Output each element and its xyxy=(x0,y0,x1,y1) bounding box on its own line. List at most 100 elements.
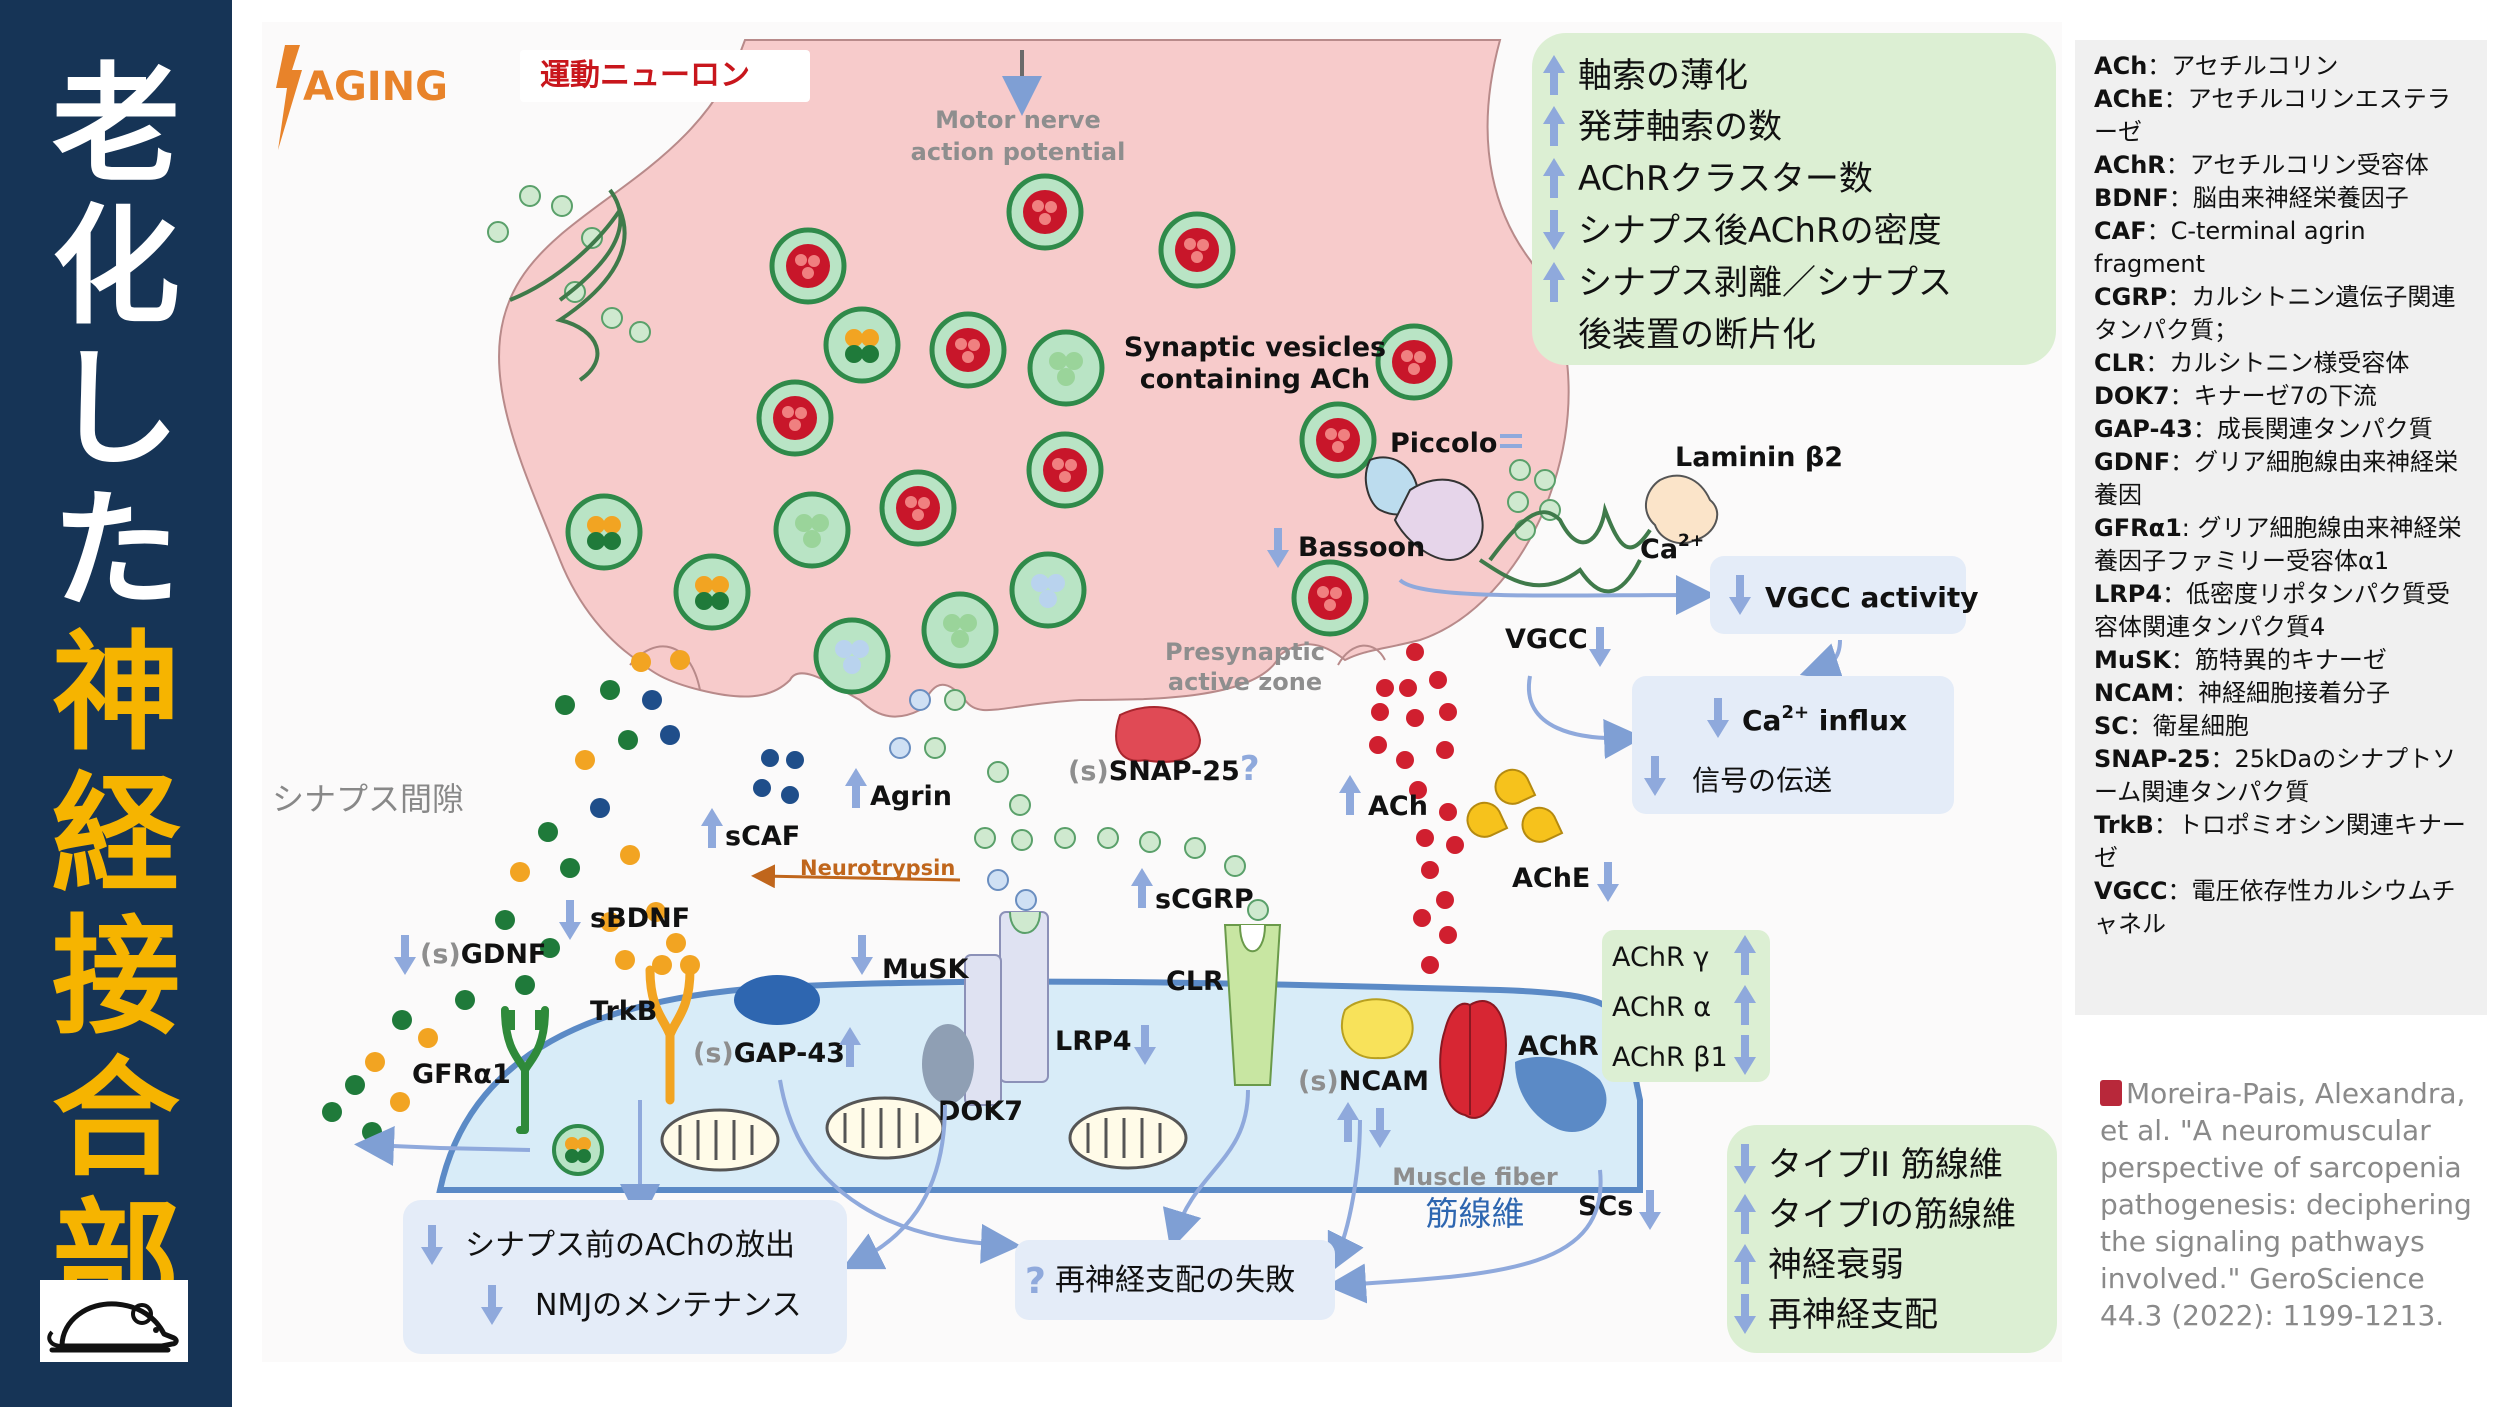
neurotrophic-factor-dots xyxy=(322,650,804,1142)
piccolo-label: Piccolo xyxy=(1390,428,1497,459)
synaptic-vesicles-label-2: containing ACh xyxy=(1140,364,1371,395)
aging-label: AGING xyxy=(303,64,448,110)
mitochondria xyxy=(660,1096,1188,1172)
receptor-coil xyxy=(509,188,627,382)
ca2-label: Ca2+ xyxy=(1640,531,1704,565)
dok7-label: DOK7 xyxy=(938,1096,1023,1127)
trkb-label: TrkB xyxy=(590,996,657,1027)
presynaptic-release-box xyxy=(403,1200,847,1354)
snap25-label: (s)SNAP-25? xyxy=(1068,749,1260,789)
glossary-entry: VGCC：電圧依存性カルシウムチャネル xyxy=(2094,877,2456,938)
muscle-change-item: 再神経支配 xyxy=(1768,1295,1938,1335)
title-char: 合 xyxy=(51,1045,180,1194)
glossary-entry: TrkB：トロポミオシン関連キナーゼ xyxy=(2094,811,2466,872)
vertical-title: 老 化 し た 神 経 接 合 部 xyxy=(0,55,232,1333)
laminin-label: Laminin β2 xyxy=(1675,442,1843,473)
ncam-label: (s)NCAM xyxy=(1298,1066,1429,1097)
reinnervation-failure-label: 再神経支配の失敗 xyxy=(1055,1263,1295,1298)
achr-channel xyxy=(1439,1000,1507,1119)
muscle-change-item: タイプIの筋線維 xyxy=(1768,1195,2016,1235)
neurotrypsin-label: Neurotrypsin xyxy=(800,856,955,880)
ache-label: AChE xyxy=(1512,863,1590,894)
presynaptic-label-2: active zone xyxy=(1168,668,1322,696)
ach-label: ACh xyxy=(1368,791,1428,822)
glossary-entry: CGRP：カルシトニン遺伝子関連タンパク質； xyxy=(2094,283,2456,344)
release-item: NMJのメンテナンス xyxy=(535,1288,802,1323)
motor-nerve-label-2: action potential xyxy=(911,138,1126,166)
lrp4-receptor xyxy=(999,911,1049,1083)
glossary-entry: CLR：カルシトニン様受容体 xyxy=(2094,349,2410,377)
ache-enzyme xyxy=(1466,768,1564,843)
achr-subunit: AChR α xyxy=(1612,992,1711,1023)
trkb-receptor xyxy=(645,965,695,1105)
dok7-protein xyxy=(922,1024,974,1104)
glossary-entry: GDNF：グリア細胞線由来神経栄養因 xyxy=(2094,448,2459,509)
glossary-entry: AChE：アセチルコリンエステラーゼ xyxy=(2094,85,2451,146)
reinnervation-q: ? xyxy=(1025,1261,1046,1302)
title-char: 老 xyxy=(51,51,180,200)
title-char: 経 xyxy=(51,761,180,910)
release-item: シナプス前のAChの放出 xyxy=(465,1228,795,1263)
gfra1-receptor xyxy=(501,1006,549,1134)
glossary-panel: ACh：アセチルコリン AChE：アセチルコリンエステラーゼ AChR：アセチル… xyxy=(2075,40,2487,1015)
vesicle-group xyxy=(565,173,1453,695)
title-char: 化 xyxy=(51,193,180,342)
musk-label: MuSK xyxy=(882,954,970,985)
lrp4-label: LRP4 xyxy=(1055,1026,1132,1057)
glossary-entry: GAP-43：成長関連タンパク質 xyxy=(2094,415,2433,443)
snap25-protein xyxy=(1115,706,1202,763)
title-char: し xyxy=(51,335,180,484)
motor-neuron-label: 運動ニューロン xyxy=(540,58,750,93)
muscle-changes-box xyxy=(1727,1125,2057,1353)
neurotrypsin-arrow xyxy=(751,864,961,889)
change-item: 軸索の薄化 xyxy=(1578,56,1748,96)
gdnf-label: (s)GDNF xyxy=(420,939,546,970)
reinnervation-failure-box xyxy=(1015,1240,1335,1320)
clr-label: CLR xyxy=(1166,966,1224,997)
achr-subunit: AChR β1 xyxy=(1612,1042,1728,1073)
change-item: シナプス剥離／シナプス xyxy=(1578,263,1952,303)
change-item: AChRクラスター数 xyxy=(1578,159,1873,199)
scaf-label: sCAF xyxy=(725,821,800,852)
change-item: シナプス後AChRの密度 xyxy=(1578,211,1942,251)
top-changes-box xyxy=(1532,33,2056,365)
synaptic-cleft-label: シナプス間隙 xyxy=(272,780,464,818)
glossary-entry: SC：衛星細胞 xyxy=(2094,712,2249,740)
glossary-entry: ACh：アセチルコリン xyxy=(2094,52,2339,80)
ca-influx-label: Ca2+ influx xyxy=(1742,702,1907,737)
glossary-entry: AChR：アセチルコリン受容体 xyxy=(2094,151,2429,179)
glossary-entry: LRP4：低密度リポタンパク質受容体関連タンパク質4 xyxy=(2094,580,2451,641)
glossary-entry: GFRα1: グリア細胞線由来神経栄養因子ファミリー受容体α1 xyxy=(2094,514,2462,575)
glossary-entry: CAF：C-terminal agrin fragment xyxy=(2094,217,2366,278)
scs-label: SCs xyxy=(1578,1191,1633,1222)
gap43-protein xyxy=(734,975,820,1025)
change-item: 発芽軸索の数 xyxy=(1578,107,1782,147)
achr-subunit-box xyxy=(1602,930,1770,1082)
synaptic-vesicles-label: Synaptic vesicles xyxy=(1124,332,1386,363)
agrin-beads xyxy=(889,689,1269,921)
logo-box xyxy=(40,1280,188,1362)
agrin-label: Agrin xyxy=(870,781,952,812)
glossary-entry: NCAM：神経細胞接着分子 xyxy=(2094,679,2391,707)
achr-label: AChR xyxy=(1518,1031,1599,1062)
motor-nerve-label: Motor nerve xyxy=(935,106,1101,134)
intracellular-vesicle xyxy=(552,1124,604,1176)
ca-influx-box xyxy=(1632,676,1954,814)
change-item: 後装置の断片化 xyxy=(1578,315,1816,355)
muscle-change-item: タイプII 筋線維 xyxy=(1768,1145,2003,1185)
glossary-entry: SNAP-25：25kDaのシナプトソーム関連タンパク質 xyxy=(2094,745,2457,806)
mitochondria-cristae xyxy=(678,1108,1162,1160)
title-char: 神 xyxy=(51,619,180,768)
citation: Moreira-Pais, Alexandra, et al. "A neuro… xyxy=(2100,1075,2480,1334)
title-char: た xyxy=(51,477,180,626)
title-sidebar: 老 化 し た 神 経 接 合 部 xyxy=(0,0,232,1407)
signal-transmission-label: 信号の伝送 xyxy=(1692,764,1832,797)
title-char: 接 xyxy=(51,903,180,1052)
glossary-entry: MuSK：筋特異的キナーゼ xyxy=(2094,646,2387,674)
lightning-icon xyxy=(276,45,302,150)
nmj-diagram: AGING 運動ニューロン Motor nerve action potenti… xyxy=(232,0,2501,1407)
achr-subunit: AChR γ xyxy=(1612,942,1709,973)
ach-molecules xyxy=(1369,643,1464,974)
citation-text: Moreira-Pais, Alexandra, et al. "A neuro… xyxy=(2100,1077,2472,1332)
satellite-cell xyxy=(1515,1056,1607,1132)
